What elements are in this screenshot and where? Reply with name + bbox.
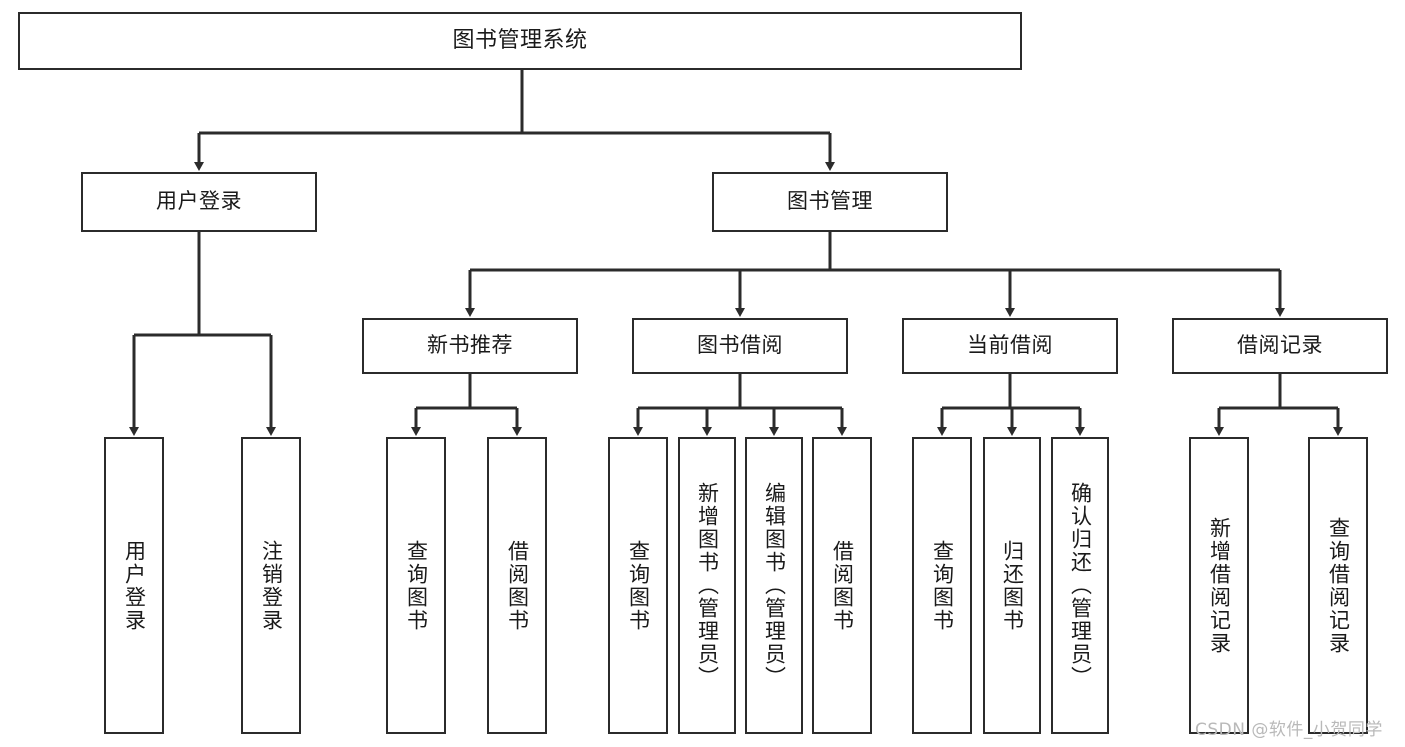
- node-book-borrow[interactable]: 图书借阅: [632, 318, 848, 374]
- node-book-borrow-label: 图书借阅: [697, 333, 783, 358]
- node-leaf-query-borrow-record[interactable]: 查询借阅记录: [1308, 437, 1368, 734]
- node-leaf-borrow-book-rec-label: 借阅图书: [505, 539, 530, 632]
- node-root-label: 图书管理系统: [452, 27, 588, 53]
- node-borrow-record-label: 借阅记录: [1237, 333, 1323, 358]
- node-leaf-edit-book-admin-label: 编辑图书（管理员）: [762, 482, 787, 689]
- node-current-borrow-label: 当前借阅: [967, 333, 1053, 358]
- node-leaf-user-login[interactable]: 用户登录: [104, 437, 164, 734]
- node-new-book-recommend[interactable]: 新书推荐: [362, 318, 578, 374]
- node-leaf-return-book-label: 归还图书: [1000, 539, 1025, 632]
- node-leaf-logout-login-label: 注销登录: [259, 539, 284, 632]
- node-leaf-borrow-book-label: 借阅图书: [830, 539, 855, 632]
- node-current-borrow[interactable]: 当前借阅: [902, 318, 1118, 374]
- node-leaf-logout-login[interactable]: 注销登录: [241, 437, 301, 734]
- node-leaf-borrow-book-rec[interactable]: 借阅图书: [487, 437, 547, 734]
- node-leaf-query-book-rec-label: 查询图书: [404, 539, 429, 632]
- node-leaf-query-book-rec[interactable]: 查询图书: [386, 437, 446, 734]
- node-leaf-query-book-current[interactable]: 查询图书: [912, 437, 972, 734]
- node-book-manage[interactable]: 图书管理: [712, 172, 948, 232]
- node-leaf-edit-book-admin[interactable]: 编辑图书（管理员）: [745, 437, 803, 734]
- node-leaf-query-borrow-record-label: 查询借阅记录: [1326, 516, 1351, 655]
- csdn-watermark: CSDN @软件_小贺同学: [1195, 720, 1383, 740]
- node-book-manage-label: 图书管理: [787, 189, 873, 214]
- node-leaf-add-borrow-record-label: 新增借阅记录: [1207, 516, 1232, 655]
- node-leaf-add-borrow-record[interactable]: 新增借阅记录: [1189, 437, 1249, 734]
- node-leaf-return-book[interactable]: 归还图书: [983, 437, 1041, 734]
- node-leaf-query-book-borrow[interactable]: 查询图书: [608, 437, 668, 734]
- node-leaf-confirm-return-admin[interactable]: 确认归还（管理员）: [1051, 437, 1109, 734]
- node-leaf-query-book-current-label: 查询图书: [930, 539, 955, 632]
- node-leaf-confirm-return-admin-label: 确认归还（管理员）: [1068, 482, 1093, 689]
- node-leaf-add-book-admin[interactable]: 新增图书（管理员）: [678, 437, 736, 734]
- node-leaf-query-book-borrow-label: 查询图书: [626, 539, 651, 632]
- node-root[interactable]: 图书管理系统: [18, 12, 1022, 70]
- node-user-login[interactable]: 用户登录: [81, 172, 317, 232]
- node-new-book-recommend-label: 新书推荐: [427, 333, 513, 358]
- node-borrow-record[interactable]: 借阅记录: [1172, 318, 1388, 374]
- node-leaf-add-book-admin-label: 新增图书（管理员）: [695, 482, 720, 689]
- node-user-login-label: 用户登录: [156, 189, 242, 214]
- node-leaf-user-login-label: 用户登录: [122, 539, 147, 632]
- node-leaf-borrow-book[interactable]: 借阅图书: [812, 437, 872, 734]
